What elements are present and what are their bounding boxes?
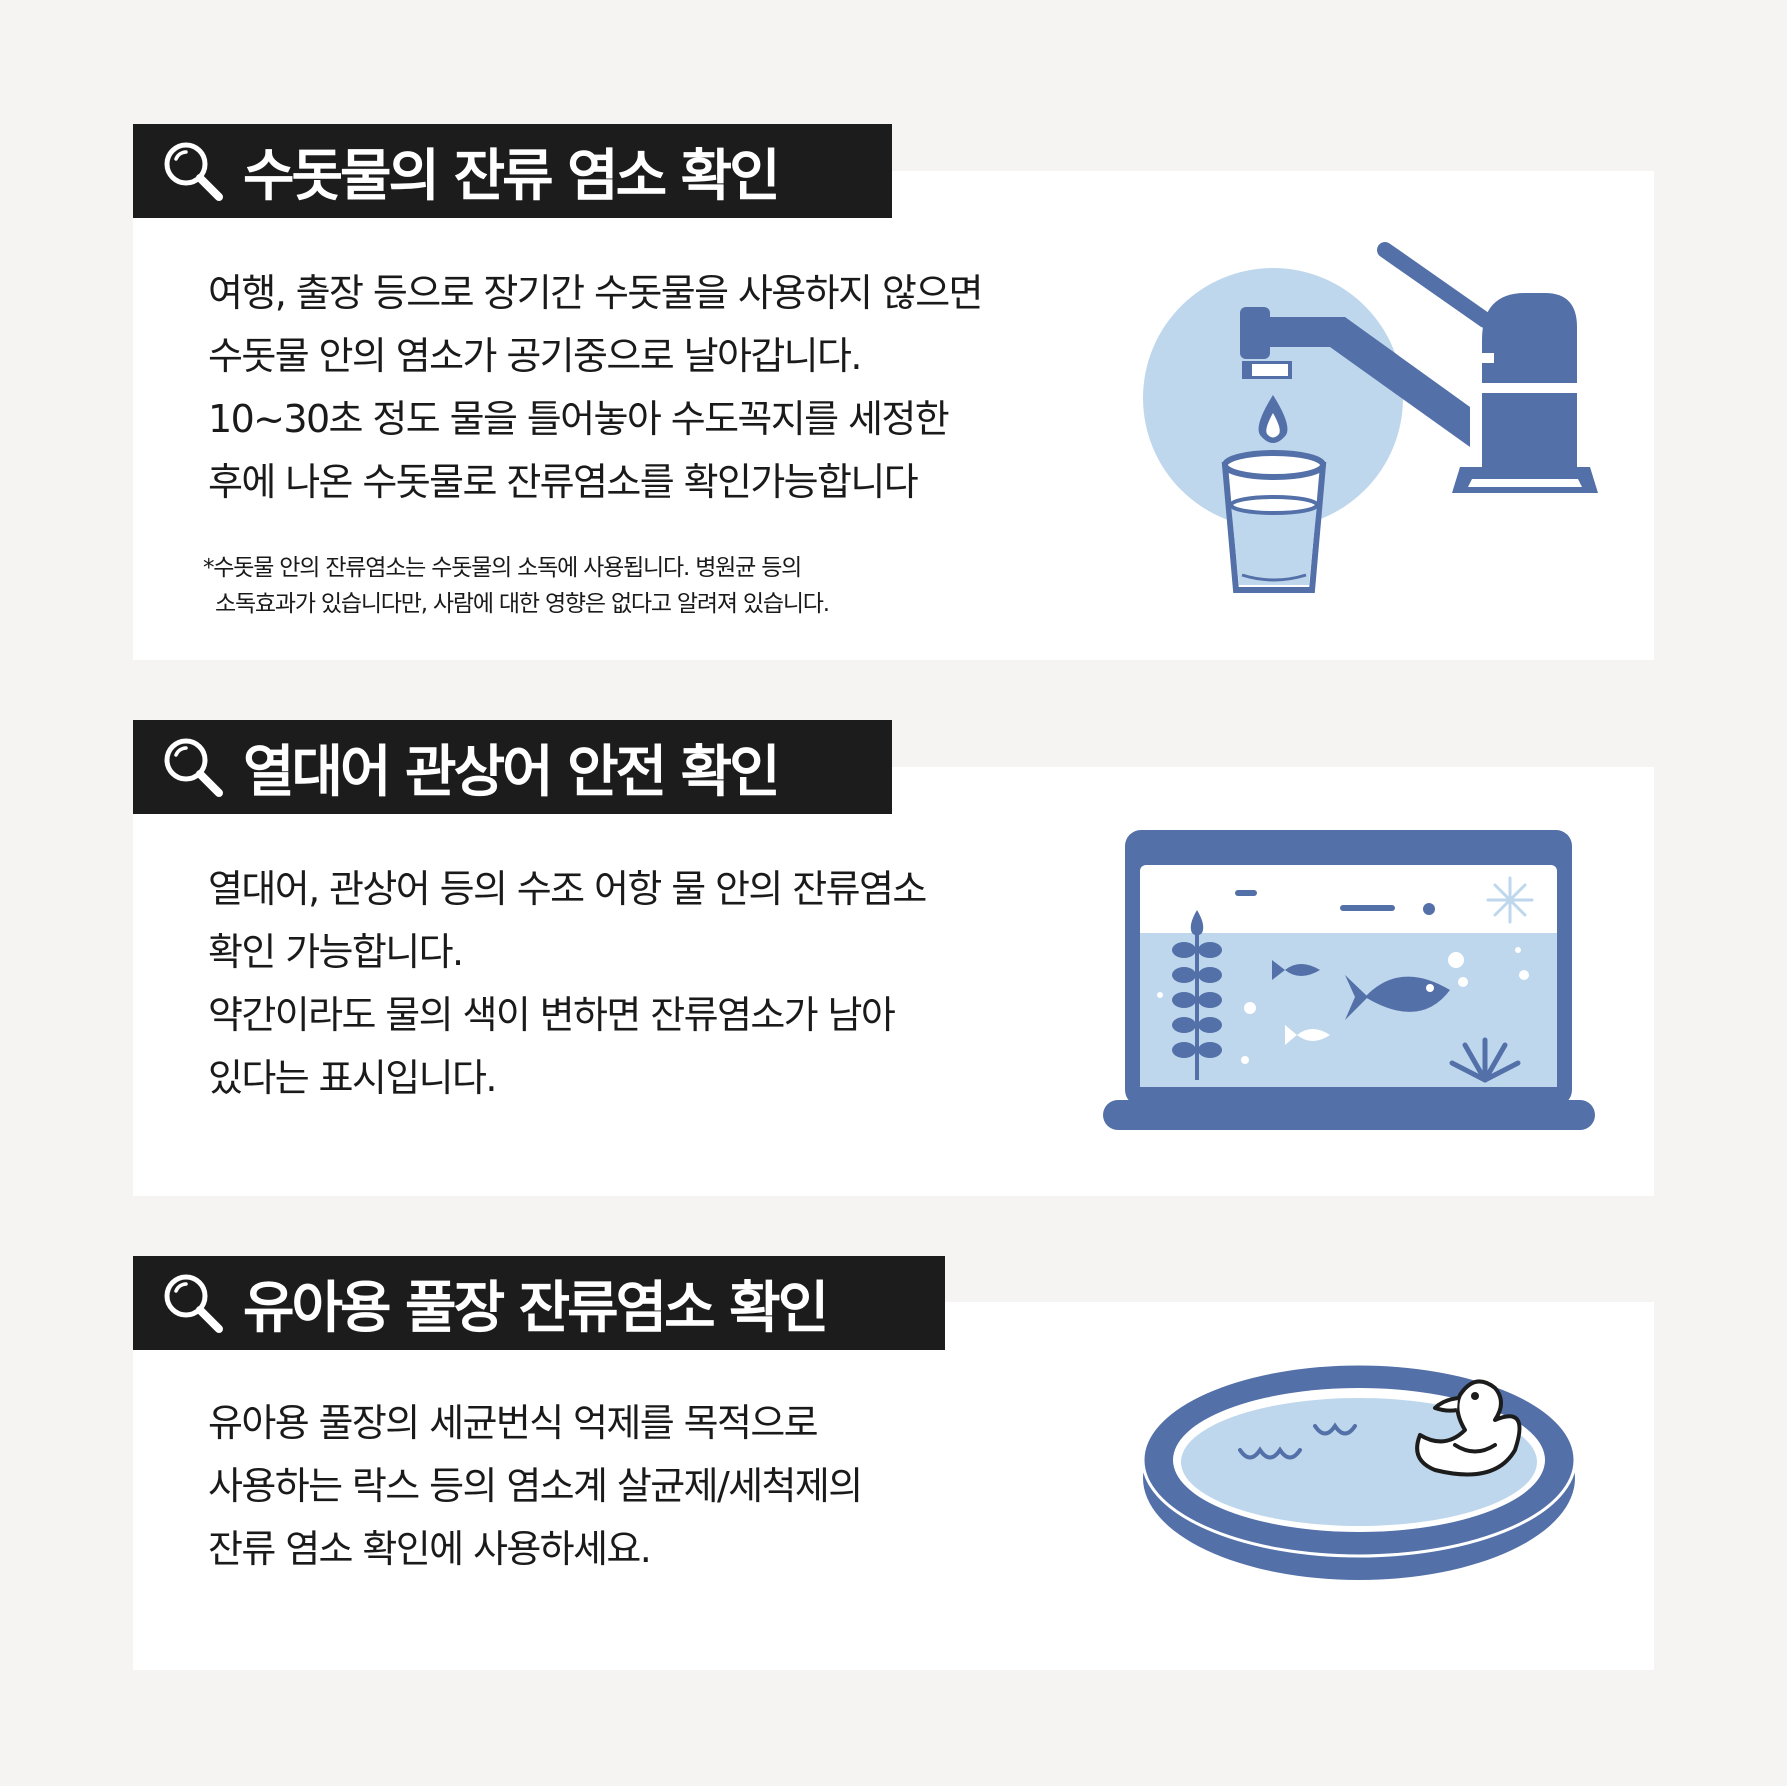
- section-title: 유아용 풀장 잔류염소 확인: [243, 1275, 829, 1341]
- magnifier-icon: [164, 1274, 223, 1333]
- magnifier-icon: [164, 738, 223, 797]
- section-heading-tap-water: 수돗물의 잔류 염소 확인: [133, 124, 892, 218]
- section-heading-aquarium: 열대어 관상어 안전 확인: [133, 720, 892, 814]
- body-line: 확인 가능합니다.: [208, 930, 464, 974]
- section-title: 수돗물의 잔류 염소 확인: [243, 143, 781, 209]
- body-line: 여행, 출장 등으로 장기간 수돗물을 사용하지 않으면: [208, 271, 984, 315]
- body-line: 유아용 풀장의 세균번식 억제를 목적으로: [208, 1401, 819, 1445]
- section-title: 열대어 관상어 안전 확인: [243, 739, 781, 805]
- fish-tank-icon: [1103, 830, 1595, 1130]
- body-line: 후에 나온 수돗물로 잔류염소를 확인가능합니다: [208, 460, 919, 504]
- body-line: 약간이라도 물의 색이 변하면 잔류염소가 남아: [208, 993, 896, 1037]
- section-body-aquarium: 열대어, 관상어 등의 수조 어항 물 안의 잔류염소 확인 가능합니다. 약간…: [208, 858, 927, 1110]
- body-line: 있다는 표시입니다.: [208, 1056, 497, 1100]
- body-line: 수돗물 안의 염소가 공기중으로 날아갑니다.: [208, 334, 862, 378]
- magnifier-icon: [164, 142, 223, 201]
- body-line: 사용하는 락스 등의 염소계 살균제/세척제의: [208, 1464, 863, 1508]
- section-heading-kiddie-pool: 유아용 풀장 잔류염소 확인: [133, 1256, 945, 1350]
- body-line: 열대어, 관상어 등의 수조 어항 물 안의 잔류염소: [208, 867, 927, 911]
- body-line: 잔류 염소 확인에 사용하세요.: [208, 1527, 652, 1571]
- footnote: *수돗물 안의 잔류염소는 수돗물의 소독에 사용됩니다. 병원균 등의 소독효…: [203, 550, 830, 622]
- faucet-glass-icon: [1143, 242, 1598, 593]
- footnote-line: *수돗물 안의 잔류염소는 수돗물의 소독에 사용됩니다. 병원균 등의: [203, 555, 802, 581]
- body-line: 10~30초 정도 물을 틀어놓아 수도꼭지를 세정한: [208, 397, 950, 441]
- section-body-tap-water: 여행, 출장 등으로 장기간 수돗물을 사용하지 않으면 수돗물 안의 염소가 …: [208, 262, 984, 514]
- kiddie-pool-duck-icon: [1141, 1362, 1577, 1580]
- footnote-line: 소독효과가 있습니다만, 사람에 대한 영향은 없다고 알려져 있습니다.: [215, 591, 830, 617]
- section-body-kiddie-pool: 유아용 풀장의 세균번식 억제를 목적으로 사용하는 락스 등의 염소계 살균제…: [208, 1392, 863, 1581]
